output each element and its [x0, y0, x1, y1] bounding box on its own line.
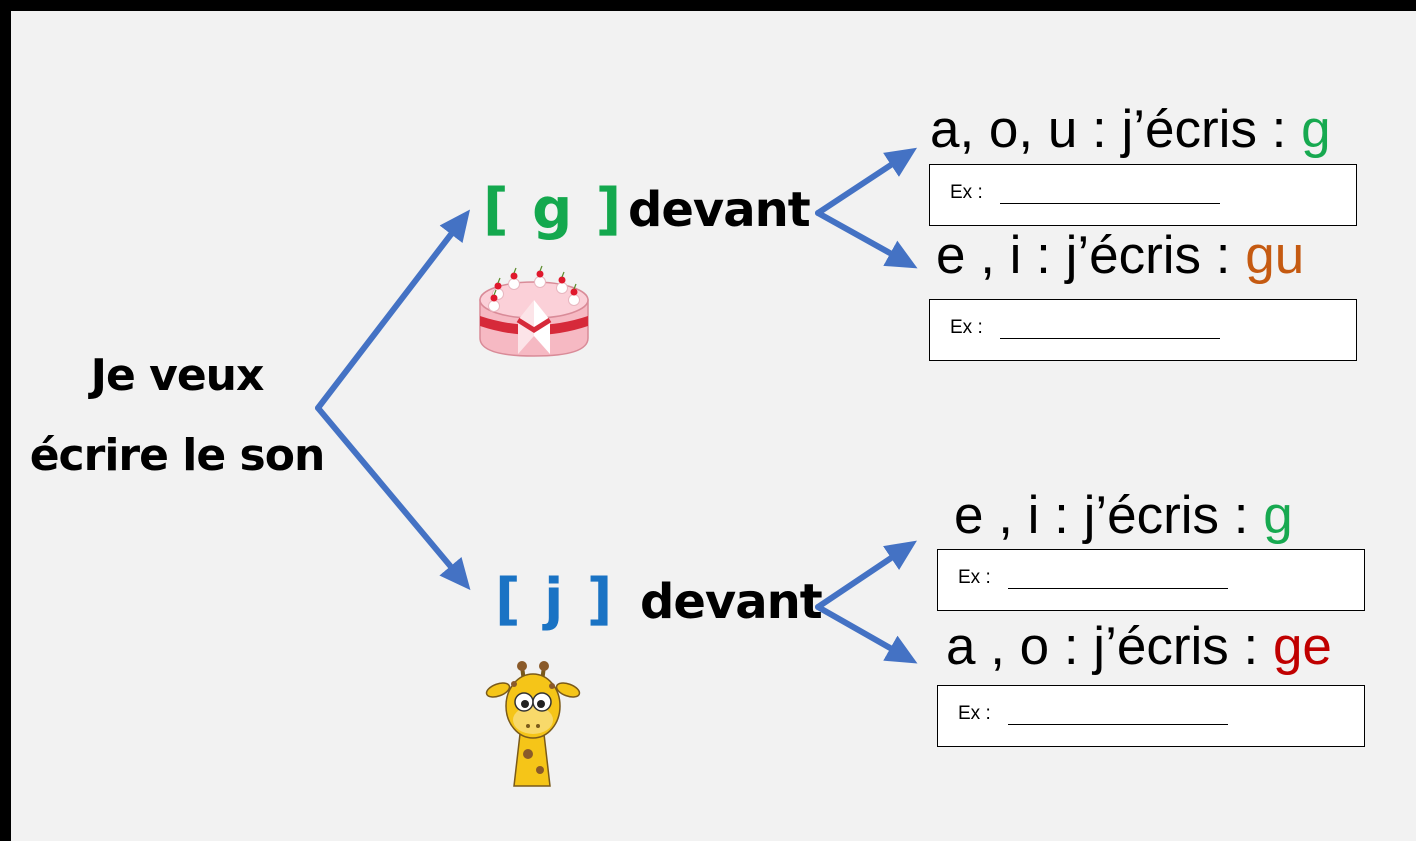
arrow-j-to-ei — [815, 540, 917, 610]
rule-g-aou-text: a, o, u : j’écris : — [930, 100, 1302, 159]
rule-j-ao: a , o : j’écris : ge — [946, 617, 1332, 677]
rule-g-aou-answer: g — [1301, 100, 1331, 159]
example-box-j-ei[interactable]: Ex : — [937, 549, 1365, 611]
cake-icon — [479, 265, 589, 357]
j-devant-label: devant — [640, 574, 823, 630]
arrow-j-to-ao — [815, 604, 918, 664]
example-answer-line[interactable] — [1008, 724, 1228, 725]
rule-j-ei: e , i : j’écris : g — [954, 486, 1293, 546]
intro-line-2: écrire le son — [29, 430, 326, 481]
g-devant-label: devant — [628, 182, 811, 238]
example-label: Ex : — [958, 567, 991, 588]
example-label: Ex : — [958, 703, 991, 724]
g-sound-label: [ g ] — [483, 177, 624, 242]
example-label: Ex : — [950, 182, 983, 203]
example-answer-line[interactable] — [1008, 588, 1228, 589]
arrow-g-to-aou — [815, 147, 918, 216]
example-box-j-ao[interactable]: Ex : — [937, 685, 1365, 747]
intro-text: Je veux écrire le son — [22, 336, 332, 496]
arrow-g-to-ei — [815, 210, 918, 269]
arrow-to-g-sound — [315, 209, 471, 411]
example-label: Ex : — [950, 317, 983, 338]
rule-j-ao-text: a , o : j’écris : — [946, 617, 1273, 676]
rule-g-aou: a, o, u : j’écris : g — [930, 100, 1331, 160]
giraffe-icon — [485, 661, 581, 787]
rule-j-ei-text: e , i : j’écris : — [954, 486, 1264, 545]
rule-g-ei-answer: gu — [1245, 226, 1305, 285]
rule-j-ao-answer: ge — [1272, 617, 1332, 676]
rule-g-ei: e , i : j’écris : gu — [936, 226, 1304, 286]
rule-g-ei-text: e , i : j’écris : — [936, 226, 1246, 285]
example-answer-line[interactable] — [1000, 203, 1220, 204]
example-box-g-ei[interactable]: Ex : — [929, 299, 1357, 361]
example-answer-line[interactable] — [1000, 338, 1220, 339]
j-sound-label: [ j ] — [495, 567, 615, 632]
rule-j-ei-answer: g — [1263, 486, 1293, 545]
example-box-g-aou[interactable]: Ex : — [929, 164, 1357, 226]
arrow-to-j-sound — [315, 405, 471, 591]
intro-line-1: Je veux — [90, 350, 265, 401]
